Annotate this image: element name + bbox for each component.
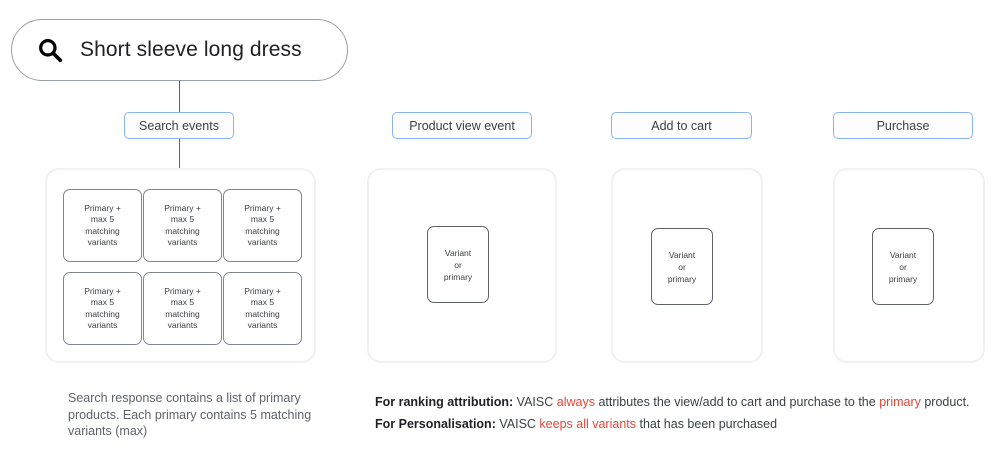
primary-variant-card[interactable]: Primary + max 5 matching variants — [63, 189, 142, 262]
primary-variant-card[interactable]: Primary + max 5 matching variants — [223, 272, 302, 345]
card-line-1: Primary + — [244, 285, 281, 296]
search-query-text: Short sleeve long dress — [80, 38, 302, 61]
variant-line-1: Variant — [668, 249, 696, 260]
variant-line-1: Variant — [889, 249, 917, 260]
card-line-2: max 5 — [170, 214, 195, 224]
variant-line-3: primary — [888, 273, 918, 284]
variant-line-3: primary — [667, 273, 697, 284]
chip-add-to-cart-label: Add to cart — [651, 118, 712, 133]
note-ranking-highlight-always: always — [556, 395, 595, 409]
variant-line-3: primary — [443, 271, 473, 282]
panel-search-results: Primary + max 5 matching variants Primar… — [45, 168, 316, 363]
card-line-3: matching — [165, 308, 200, 319]
card-line-4: variants — [247, 320, 278, 330]
variant-or-primary-card[interactable]: Variant or primary — [651, 228, 713, 305]
card-line-1: Primary + — [84, 202, 121, 213]
card-line-1: Primary + — [244, 202, 281, 213]
chip-product-view-event[interactable]: Product view event — [392, 112, 532, 139]
card-line-2: max 5 — [250, 297, 275, 307]
card-line-1: Primary + — [84, 285, 121, 296]
card-line-2: max 5 — [250, 214, 275, 224]
chip-product-view-event-label: Product view event — [409, 118, 515, 133]
primary-variant-card[interactable]: Primary + max 5 matching variants — [223, 189, 302, 262]
variant-or-primary-card[interactable]: Variant or primary — [872, 228, 934, 305]
chip-purchase-label: Purchase — [876, 118, 930, 133]
note-personalisation-part1: VAISC — [499, 417, 536, 431]
variant-line-2: or — [899, 261, 907, 272]
card-line-4: variants — [167, 237, 198, 247]
note-personalisation-label: For Personalisation: — [375, 417, 496, 431]
card-line-3: matching — [85, 308, 120, 319]
note-ranking-attribution: For ranking attribution: VAISC always at… — [375, 391, 987, 413]
card-line-4: variants — [167, 320, 198, 330]
card-line-4: variants — [247, 237, 278, 247]
note-personalisation-part2: that has been purchased — [639, 417, 778, 431]
variant-or-primary-card[interactable]: Variant or primary — [427, 226, 489, 303]
note-personalisation: For Personalisation: VAISC keeps all var… — [375, 413, 987, 435]
chip-search-events-label: Search events — [139, 118, 219, 133]
card-line-4: variants — [87, 320, 118, 330]
primary-variant-card[interactable]: Primary + max 5 matching variants — [143, 189, 222, 262]
card-line-2: max 5 — [170, 297, 195, 307]
chip-purchase[interactable]: Purchase — [833, 112, 973, 139]
variant-line-2: or — [454, 259, 462, 270]
caption-search-response: Search response contains a list of prima… — [68, 391, 312, 438]
primary-variant-grid: Primary + max 5 matching variants Primar… — [63, 189, 302, 345]
note-ranking-part3: product. — [924, 395, 970, 409]
variant-line-1: Variant — [444, 247, 472, 258]
connector-search-events-to-panel — [179, 136, 180, 170]
card-line-3: matching — [165, 225, 200, 236]
card-line-1: Primary + — [164, 285, 201, 296]
note-ranking-label: For ranking attribution: — [375, 395, 514, 409]
note-ranking-part2: attributes the view/add to cart and purc… — [598, 395, 876, 409]
panel-product-view — [367, 168, 557, 363]
card-line-1: Primary + — [164, 202, 201, 213]
note-personalisation-highlight: keeps all variants — [539, 417, 636, 431]
card-line-3: matching — [245, 308, 280, 319]
card-line-2: max 5 — [90, 214, 115, 224]
annotation-notes: For ranking attribution: VAISC always at… — [375, 391, 987, 435]
primary-variant-card[interactable]: Primary + max 5 matching variants — [63, 272, 142, 345]
chip-add-to-cart[interactable]: Add to cart — [611, 112, 752, 139]
card-line-2: max 5 — [90, 297, 115, 307]
primary-variant-card[interactable]: Primary + max 5 matching variants — [143, 272, 222, 345]
chip-search-events[interactable]: Search events — [124, 112, 234, 139]
card-line-3: matching — [245, 225, 280, 236]
variant-line-2: or — [678, 261, 686, 272]
note-ranking-part1: VAISC — [516, 395, 554, 409]
connector-pill-to-search-events — [179, 81, 180, 116]
search-bar[interactable]: Short sleeve long dress — [11, 19, 348, 81]
card-line-4: variants — [87, 237, 118, 247]
card-line-3: matching — [85, 225, 120, 236]
search-icon — [39, 39, 63, 63]
note-ranking-highlight-primary: primary — [879, 395, 921, 409]
